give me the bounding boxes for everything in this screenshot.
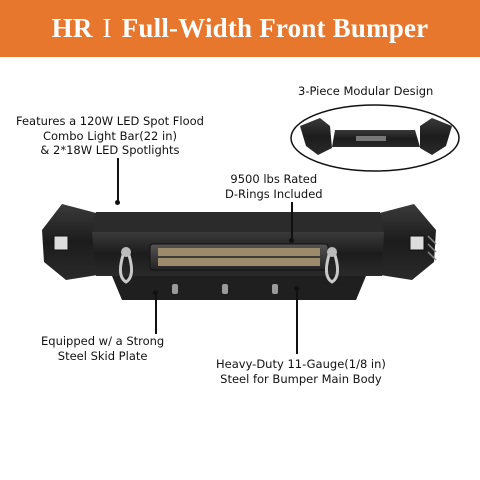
callout-drings-line1: 9500 lbs Rated — [230, 172, 318, 186]
callout-skid-line1: Equipped w/ a Strong — [41, 334, 165, 348]
callout-body-leader — [296, 290, 298, 354]
callout-lightbar-leader — [117, 158, 119, 202]
modular-inset — [290, 104, 460, 172]
callout-body: Heavy-Duty 11-Gauge(1/8 in) Steel for Bu… — [216, 357, 386, 386]
callout-body-dot — [294, 286, 299, 291]
header-banner: HR I Full-Width Front Bumper — [0, 0, 480, 57]
callout-skid: Equipped w/ a Strong Steel Skid Plate — [41, 334, 164, 363]
callout-lightbar-line3: & 2*18W LED Spotlights — [40, 143, 180, 157]
callout-body-line1: Heavy-Duty 11-Gauge(1/8 in) — [216, 357, 386, 371]
main-bumper — [42, 204, 437, 300]
callout-skid-line2: Steel Skid Plate — [57, 348, 148, 363]
callout-skid-leader — [155, 294, 157, 334]
callout-modular: 3-Piece Modular Design — [298, 84, 434, 98]
callout-body-line2: Steel for Bumper Main Body — [220, 371, 382, 386]
brand-name: HR — [51, 13, 93, 43]
callout-lightbar-dot — [115, 200, 120, 205]
product-title: Full-Width Front Bumper — [121, 13, 429, 43]
callout-lightbar-line2: Combo Light Bar(22 in) — [42, 128, 177, 143]
callout-lightbar: Features a 120W LED Spot Flood Combo Lig… — [16, 114, 204, 158]
callout-drings-leader — [291, 202, 293, 240]
callout-lightbar-line1: Features a 120W LED Spot Flood — [16, 114, 204, 128]
callout-drings-dot — [289, 238, 294, 243]
callout-drings: 9500 lbs Rated D-Rings Included — [225, 172, 323, 201]
title-separator: I — [102, 13, 112, 43]
page-title: HR I Full-Width Front Bumper — [52, 13, 429, 44]
callout-skid-dot — [153, 290, 158, 295]
callout-drings-line2: D-Rings Included — [225, 186, 323, 201]
